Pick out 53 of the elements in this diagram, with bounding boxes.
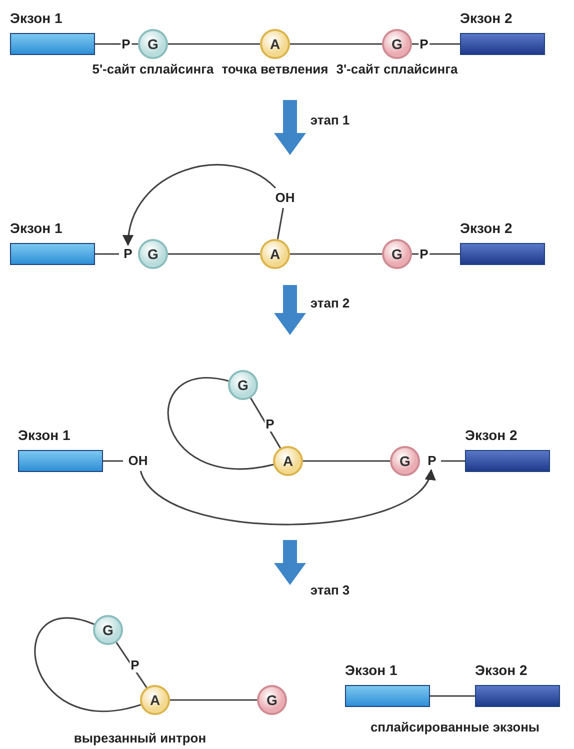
a-nucleotide-circle: A	[260, 29, 290, 59]
caption: вырезанный интрон	[72, 730, 208, 746]
connector-line	[168, 253, 260, 255]
connector-line	[276, 208, 284, 240]
exon-label: Экзон 2	[460, 10, 512, 26]
step-label: этап 2	[309, 296, 351, 310]
connector-line	[103, 460, 123, 462]
phosphate-label: P	[264, 416, 276, 432]
connector-line	[441, 460, 465, 462]
connector-line	[430, 695, 475, 697]
exon-label: Экзон 1	[18, 427, 70, 443]
exon-label: Экзон 1	[10, 10, 62, 26]
connector-line	[290, 253, 382, 255]
connector-line	[116, 642, 148, 688]
g-nucleotide-circle: G	[138, 29, 168, 59]
group-label: OH	[272, 189, 298, 207]
caption: сплайсированные экзоны	[369, 720, 541, 734]
group-label: P	[425, 453, 439, 469]
group-label: OH	[125, 452, 151, 470]
phosphate-label: P	[418, 36, 430, 52]
connector-line	[34, 618, 141, 712]
g-nucleotide-circle: G	[138, 239, 168, 269]
curved-arrow	[140, 468, 433, 526]
site-caption: 3'-сайт сплайсинга	[335, 62, 459, 76]
g-nucleotide-circle: G	[257, 685, 287, 715]
exon-label: Экзон 1	[10, 220, 62, 236]
g-nucleotide-circle: G	[93, 615, 123, 645]
connector-line	[95, 253, 119, 255]
site-caption: 5'-сайт сплайсинга	[91, 62, 215, 76]
g-nucleotide-circle: G	[390, 446, 420, 476]
exon-label: Экзон 2	[465, 427, 518, 443]
connector-line	[167, 377, 274, 470]
exon-label: Экзон 1	[345, 662, 398, 678]
phosphate-label: P	[130, 658, 140, 672]
connector-line	[290, 43, 382, 45]
group-label: P	[121, 246, 135, 262]
step-label: этап 3	[309, 582, 351, 598]
exon-label: Экзон 2	[460, 220, 512, 236]
phosphate-label: P	[418, 246, 430, 262]
g-nucleotide-circle: G	[382, 29, 412, 59]
curved-arrow	[124, 164, 276, 246]
a-nucleotide-circle: A	[273, 446, 303, 476]
step-label: этап 1	[309, 112, 351, 128]
g-nucleotide-circle: G	[382, 239, 412, 269]
connector-line	[303, 460, 390, 462]
connector-line	[250, 398, 282, 448]
connector-line	[170, 699, 257, 701]
connector-line	[168, 43, 260, 45]
g-nucleotide-circle: G	[228, 370, 258, 400]
a-nucleotide-circle: A	[140, 685, 170, 715]
exon-label: Экзон 2	[475, 662, 528, 678]
a-nucleotide-circle: A	[260, 239, 290, 269]
phosphate-label: P	[120, 36, 132, 52]
